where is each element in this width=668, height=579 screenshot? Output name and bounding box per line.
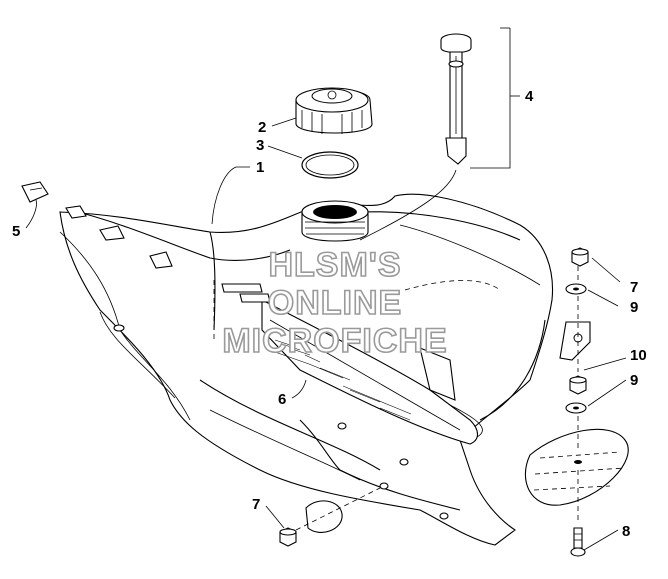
- callouts: 1 2 3 4 5 6 7 7 8 9 9 10: [12, 88, 647, 540]
- callout-5: 5: [12, 223, 20, 240]
- callout-7-upper: 7: [630, 279, 638, 296]
- callout-9-lower: 9: [630, 372, 638, 389]
- gasket: [301, 151, 359, 179]
- fuel-gauge: [440, 33, 472, 165]
- leader-lines: [25, 27, 627, 551]
- lock-nut: [569, 375, 587, 395]
- callout-2: 2: [258, 119, 266, 136]
- rubber-pad: [524, 428, 629, 506]
- watermark-line-1: HLSM'S: [268, 246, 401, 284]
- nut-lower-left: [279, 527, 297, 547]
- callout-1: 1: [256, 159, 264, 176]
- callout-10: 10: [630, 347, 647, 364]
- watermark-line-2: ONLINE: [268, 284, 402, 322]
- callout-3: 3: [256, 137, 264, 154]
- callout-8: 8: [622, 523, 630, 540]
- nut-top-right: [571, 247, 589, 267]
- washer-lower: [565, 402, 587, 414]
- heat-shield: [261, 299, 479, 445]
- callout-6: 6: [278, 391, 286, 408]
- callout-7-lower: 7: [252, 496, 260, 513]
- bolt-lower: [570, 527, 586, 557]
- gas-cap: [295, 87, 373, 134]
- strap-bracket: [21, 181, 271, 303]
- watermark: HLSM'S ONLINE MICROFICHE: [222, 245, 448, 361]
- callout-9-upper: 9: [630, 299, 638, 316]
- washer-upper: [565, 283, 587, 295]
- watermark-line-3: MICROFICHE: [222, 322, 447, 360]
- callout-4: 4: [525, 88, 534, 105]
- grommet-lower: [305, 500, 343, 533]
